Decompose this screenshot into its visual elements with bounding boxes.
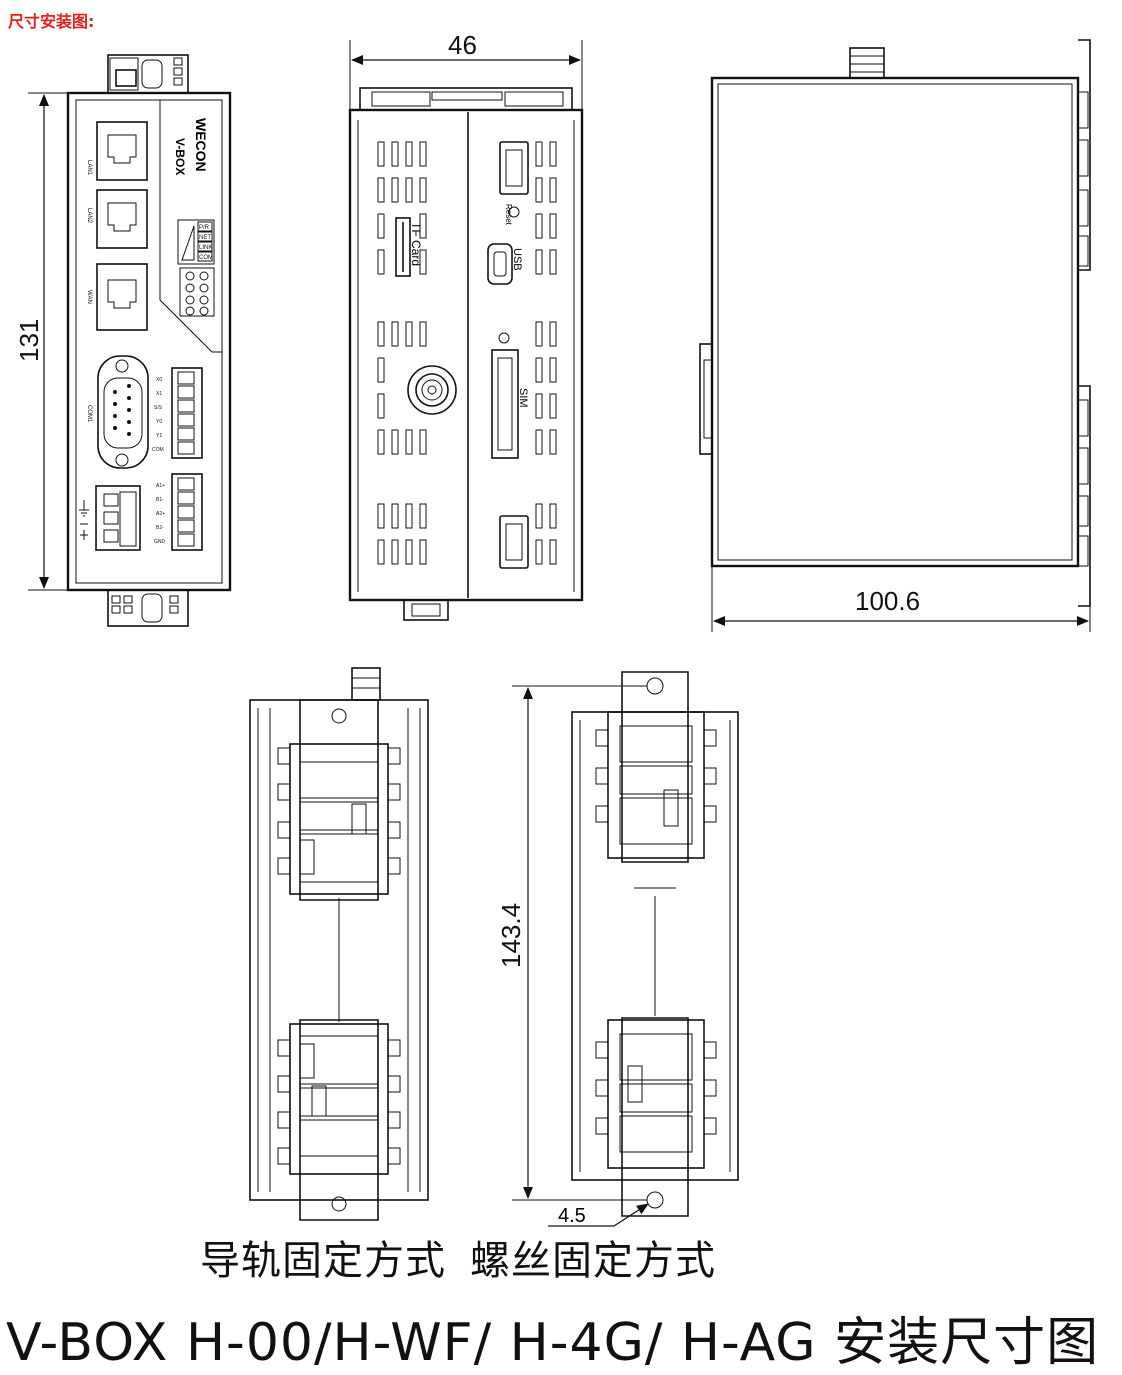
screw-mount-view <box>571 671 739 1217</box>
io-y1: Y1 <box>156 433 162 439</box>
serial-gnd: GND <box>154 539 166 545</box>
port-label-wan: WAN <box>86 290 92 304</box>
led-labels: P/R NET LINK COM <box>197 221 213 262</box>
dimension-hole: 4.5 <box>548 1203 649 1227</box>
serial-b1: B1- <box>156 497 164 503</box>
ground-symbol-icon <box>79 500 89 540</box>
sim-label: SIM <box>517 388 529 408</box>
serial-a1: A1+ <box>156 483 165 489</box>
usb-label: USB <box>511 248 523 271</box>
io-com: COM <box>152 447 164 453</box>
io-terminal-labels: X0 X1 S/S Y0 Y1 COM <box>152 377 164 453</box>
dimension-height: 131 <box>14 92 68 591</box>
io-ss: S/S <box>154 405 163 411</box>
front-view: LAN1 LAN2 WAN COM1 WECON V-BOX P/R NET L… <box>66 54 232 627</box>
io-x1: X1 <box>156 391 162 397</box>
serial-terminal-labels: A1+ B1- A2+ B2- GND <box>154 483 166 545</box>
led-net: NET <box>199 235 211 241</box>
port-label-com1: COM1 <box>86 405 92 423</box>
mounting-method-captions: 导轨固定方式螺丝固定方式 <box>200 1228 740 1286</box>
model-label: V-BOX <box>173 138 187 175</box>
led-link: LINK <box>199 245 212 251</box>
reset-label: Reset <box>504 204 513 226</box>
port-label-lan1: LAN1 <box>86 160 92 176</box>
side-left-vents <box>377 141 427 565</box>
side-right-vents <box>535 141 557 565</box>
serial-a2: A2+ <box>156 511 165 517</box>
io-y0: Y0 <box>156 419 162 425</box>
caption-screw-mount: 螺丝固定方式 <box>470 1238 716 1284</box>
side-view: TF Card Reset USB SIM <box>348 87 584 621</box>
tf-card-label: TF Card <box>409 222 423 266</box>
dimension-height-label: 131 <box>14 319 44 362</box>
caption-rail-mount: 导轨固定方式 <box>200 1238 446 1284</box>
drawing-title: V-BOX H-00/H-WF/ H-4G/ H-AG 安装尺寸图 <box>6 1313 1100 1373</box>
led-com: COM <box>199 255 213 261</box>
header-label: 尺寸安装图: <box>8 12 95 31</box>
top-view <box>699 39 1091 607</box>
dimension-depth-label: 100.6 <box>855 586 920 616</box>
brand-logo: WECON <box>193 118 209 172</box>
dimension-width-label: 46 <box>448 30 477 60</box>
serial-b2: B2- <box>156 525 164 531</box>
dimension-width: 46 <box>349 30 583 110</box>
led-pr: P/R <box>199 225 210 231</box>
dimension-screw-span-label: 143.4 <box>496 903 526 968</box>
io-x0: X0 <box>156 377 162 383</box>
dimension-hole-label: 4.5 <box>558 1205 586 1227</box>
rail-mount-view <box>249 667 429 1221</box>
port-label-lan2: LAN2 <box>86 208 92 224</box>
dimension-depth: 100.6 <box>711 566 1091 632</box>
dimension-screw-span: 143.4 <box>496 685 647 1201</box>
installation-drawing: LAN1 LAN2 WAN COM1 WECON V-BOX P/R NET L… <box>14 30 1091 1227</box>
